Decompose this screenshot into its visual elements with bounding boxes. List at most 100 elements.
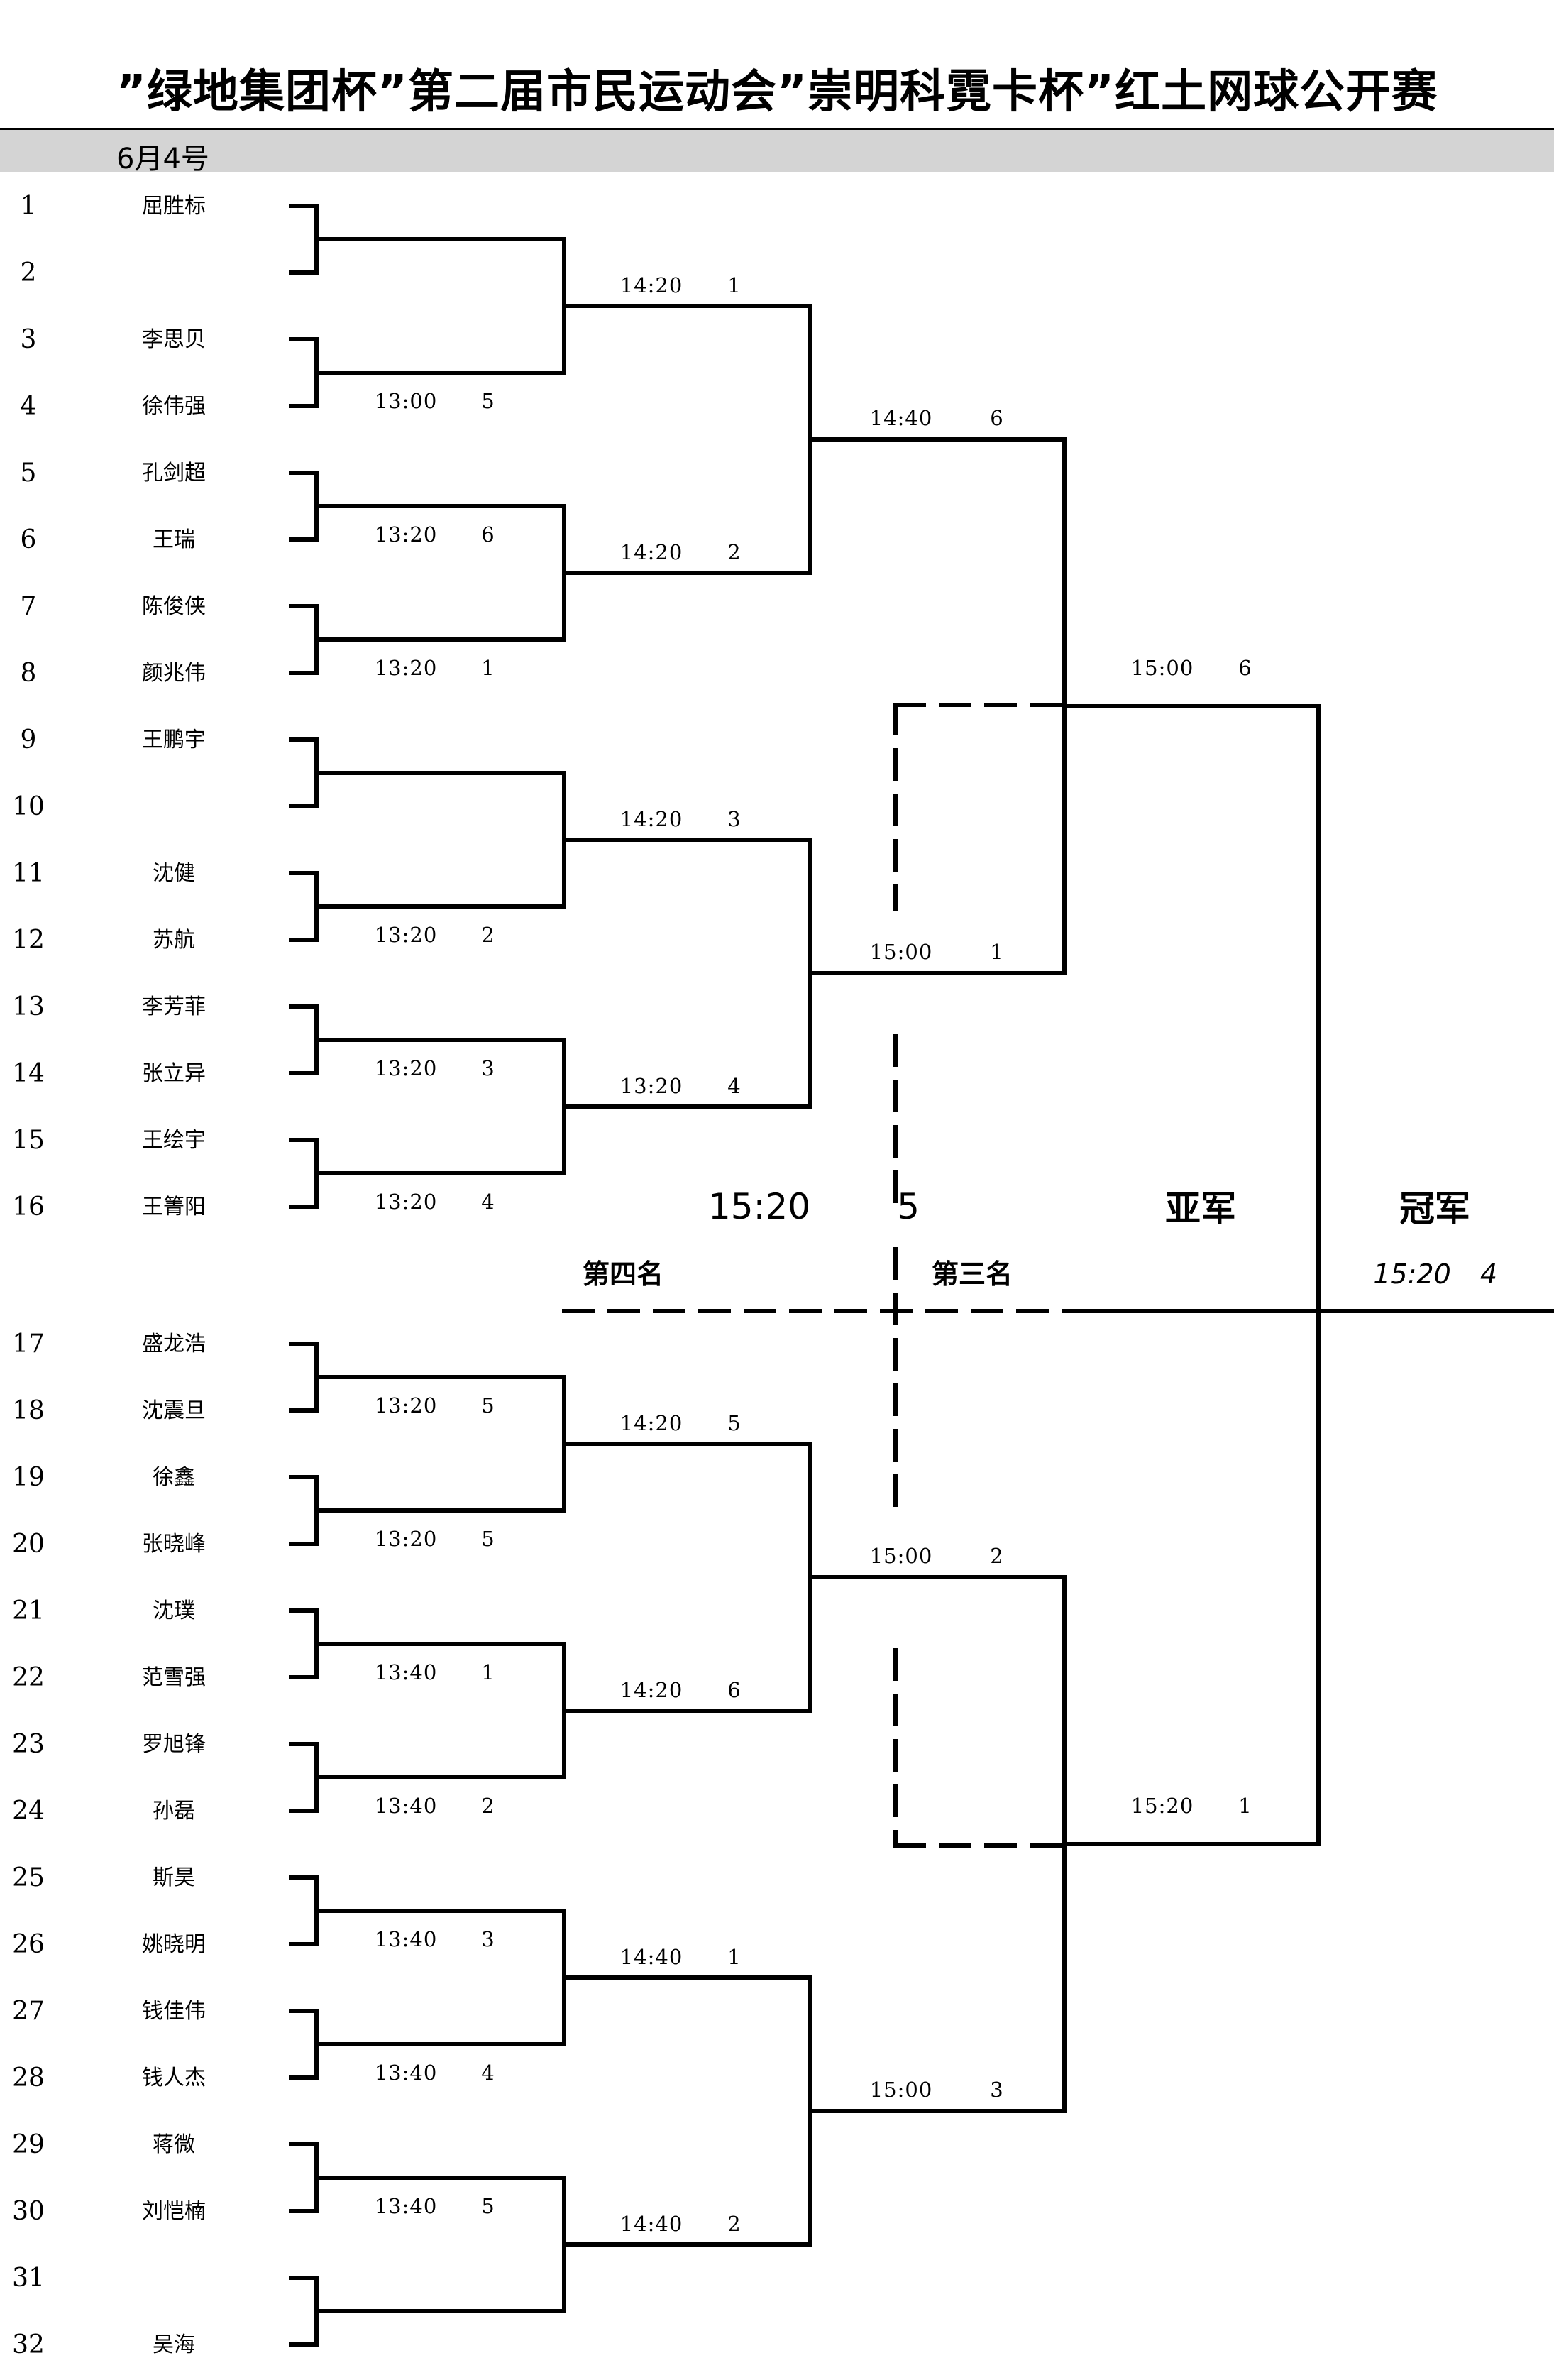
player-name: 盛龙浩 [142, 1332, 206, 1356]
round1-court: 5 [481, 389, 495, 413]
player-name: 钱人杰 [142, 2066, 206, 2090]
semifinal-court: 6 [1238, 656, 1252, 680]
round2-court: 6 [727, 1678, 741, 1702]
round1-court: 1 [481, 656, 495, 680]
seed-number: 23 [12, 1730, 45, 1759]
round2-time: 13:20 [620, 1074, 683, 1098]
round1-time: 13:20 [375, 1527, 438, 1551]
round2-time: 14:20 [620, 1411, 683, 1435]
player-name: 王箐阳 [142, 1195, 206, 1219]
round2-court: 2 [727, 2212, 741, 2236]
player-name: 孙磊 [153, 1799, 195, 1824]
seed-number: 22 [12, 1663, 45, 1692]
player-name: 徐伟强 [142, 394, 206, 419]
round1-court: 6 [481, 522, 495, 547]
seed-number: 9 [21, 725, 37, 755]
round1-time: 13:20 [375, 1190, 438, 1214]
seed-number: 28 [12, 2063, 45, 2093]
round1-court: 4 [481, 2061, 495, 2085]
round1-court: 5 [481, 1393, 495, 1417]
player-name: 屈胜标 [142, 194, 206, 219]
player-name: 孔剑超 [142, 461, 206, 486]
player-name: 沈璞 [153, 1598, 195, 1623]
player-name: 斯昊 [153, 1865, 195, 1890]
seed-number: 26 [12, 1930, 45, 1959]
seed-number: 3 [21, 325, 37, 354]
page-title: ”绿地集团杯”第二届市民运动会”崇明科霓卡杯”红土网球公开赛 [116, 66, 1438, 119]
player-name: 苏航 [153, 928, 195, 953]
third-place-time: 15:20 [708, 1186, 810, 1227]
third-place-label: 第三名 [932, 1258, 1013, 1290]
player-name: 徐鑫 [153, 1465, 195, 1490]
player-name: 张立异 [142, 1061, 206, 1086]
semifinal-time: 15:20 [1131, 1794, 1194, 1818]
round3-court: 3 [990, 2078, 1003, 2102]
player-name: 吴海 [153, 2332, 195, 2357]
seed-number: 16 [12, 1192, 45, 1222]
player-name: 张晓峰 [142, 1532, 206, 1557]
round1-time: 13:40 [375, 1927, 438, 1951]
seed-number: 32 [12, 2330, 45, 2359]
round1-court: 2 [481, 1794, 495, 1818]
round2-court: 1 [727, 273, 741, 297]
seed-number: 27 [12, 1997, 45, 2026]
fourth-place-label: 第四名 [583, 1258, 663, 1290]
round3-time: 14:40 [870, 406, 933, 430]
round3-time: 15:00 [870, 2078, 933, 2102]
semifinal-time: 15:00 [1131, 656, 1194, 680]
player-name: 颜兆伟 [142, 661, 206, 686]
champion-label: 冠军 [1399, 1188, 1470, 1229]
seed-number: 17 [12, 1329, 45, 1359]
seed-number: 13 [12, 992, 45, 1021]
round1-time: 13:20 [375, 522, 438, 547]
round1-court: 3 [481, 1927, 495, 1951]
player-name: 沈健 [153, 861, 195, 886]
seed-number: 14 [12, 1059, 45, 1088]
round1-time: 13:40 [375, 1660, 438, 1684]
seed-number: 20 [12, 1530, 45, 1559]
seed-number: 11 [12, 859, 45, 888]
round1-time: 13:40 [375, 1794, 438, 1818]
semifinal-court: 1 [1238, 1794, 1252, 1818]
round1-court: 2 [481, 923, 495, 947]
round2-court: 3 [727, 807, 741, 831]
round3-time: 15:00 [870, 940, 933, 964]
round1-time: 13:20 [375, 923, 438, 947]
player-name: 王鹏宇 [142, 728, 206, 752]
round1-court: 1 [481, 1660, 495, 1684]
round2-time: 14:20 [620, 1678, 683, 1702]
seed-number: 30 [12, 2197, 45, 2226]
round3-court: 6 [990, 406, 1003, 430]
round1-time: 13:20 [375, 1393, 438, 1417]
seed-number: 15 [12, 1126, 45, 1155]
final-time: 15:20 [1373, 1258, 1451, 1290]
seed-number: 1 [21, 192, 37, 221]
player-name: 蒋微 [153, 2132, 195, 2157]
round1-court: 3 [481, 1056, 495, 1080]
seed-number: 18 [12, 1396, 45, 1425]
player-name: 李思贝 [142, 327, 206, 352]
seed-number: 10 [12, 792, 45, 821]
seed-number: 21 [12, 1596, 45, 1625]
round1-time: 13:00 [375, 389, 438, 413]
player-name: 王绘宇 [142, 1128, 206, 1153]
seed-number: 29 [12, 2130, 45, 2159]
round2-court: 1 [727, 1945, 741, 1969]
round1-time: 13:40 [375, 2061, 438, 2085]
round2-time: 14:40 [620, 1945, 683, 1969]
seed-number: 8 [21, 659, 37, 688]
seed-number: 5 [21, 459, 37, 488]
seed-number: 31 [12, 2264, 45, 2293]
round1-time: 13:40 [375, 2194, 438, 2218]
round3-time: 15:00 [870, 1544, 933, 1568]
round1-court: 5 [481, 1527, 495, 1551]
round1-time: 13:20 [375, 656, 438, 680]
seed-number: 24 [12, 1797, 45, 1826]
final-court: 4 [1480, 1258, 1497, 1290]
round2-court: 5 [727, 1411, 741, 1435]
round2-time: 14:40 [620, 2212, 683, 2236]
player-name: 刘恺楠 [142, 2199, 206, 2224]
date-label: 6月4号 [116, 143, 209, 175]
round1-time: 13:20 [375, 1056, 438, 1080]
